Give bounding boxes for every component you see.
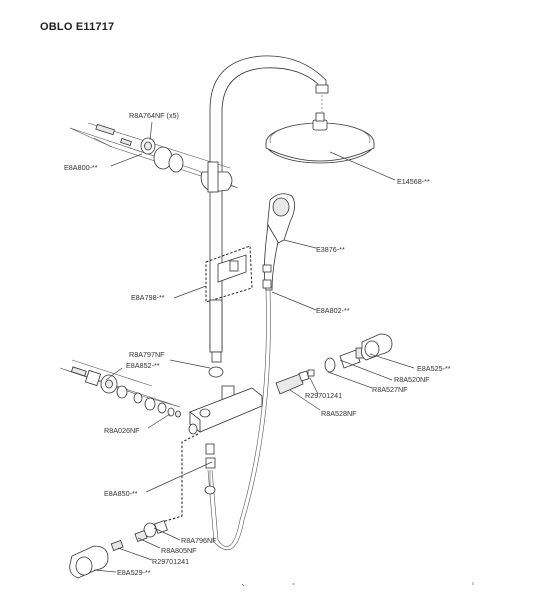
label-r8a796nf: R8A796NF (181, 536, 217, 545)
label-r8a527nf: R8A527NF (372, 385, 408, 394)
label-r29701241-bottom: R29701241 (152, 557, 189, 566)
diagram-title: OBLO E11717 (40, 21, 115, 33)
hand-shower (264, 193, 295, 291)
label-r29701241-top: R29701241 (305, 391, 342, 400)
label-e8a850: E8A850-** (104, 489, 138, 498)
label-r8a528nf: R8A528NF (321, 409, 357, 418)
bracket-clamp (200, 161, 233, 193)
label-r8a026nf: R8A026NF (104, 426, 140, 435)
label-r8a764nf: R8A764NF (x5) (129, 111, 179, 120)
riser-pipe (209, 55, 329, 351)
thermostatic-cartridge (275, 369, 315, 395)
label-r8a805nf: R8A805NF (161, 546, 197, 555)
diverter-parts (110, 520, 168, 551)
bracket-plate (153, 146, 184, 173)
label-e14568: E14568-** (397, 177, 430, 186)
hand-shower-holder (205, 245, 253, 303)
diverter-handle (69, 545, 109, 579)
handle-adapter (324, 347, 365, 373)
label-e3876: E3876-** (316, 245, 345, 254)
lower-wall-bracket-group (59, 359, 181, 408)
label-e8a800: E8A800-** (64, 163, 98, 172)
diverter-axis (147, 433, 199, 531)
bottom-edge-marks (241, 582, 474, 587)
leader-lines (93, 121, 415, 573)
thermostatic-mixer (189, 387, 263, 495)
rain-shower-head (265, 112, 375, 164)
lower-riser-pipe (208, 299, 235, 405)
label-r8a797nf: R8A797NF (129, 350, 165, 359)
label-e8a529: E8A529-** (117, 568, 151, 577)
temperature-handle (361, 333, 393, 361)
bracket-ring (140, 137, 156, 155)
screw-set (95, 123, 132, 146)
label-e8a802: E8A802-** (316, 306, 350, 315)
shower-hose (207, 264, 272, 551)
label-e8a525: E8A525-** (417, 364, 451, 373)
label-e8a798: E8A798-** (131, 293, 165, 302)
left-fittings (133, 392, 198, 435)
label-r8a520nf: R8A520NF (394, 375, 430, 384)
label-e8a852: E8A852-** (126, 361, 160, 370)
